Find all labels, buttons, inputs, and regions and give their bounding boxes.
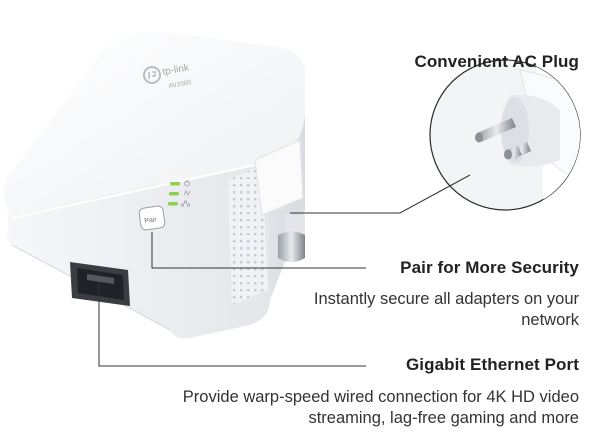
ethernet-description: Provide warp-speed wired connection for … <box>182 388 579 427</box>
ethernet-title: Gigabit Ethernet Port <box>405 355 579 374</box>
leader-lines <box>98 174 471 367</box>
brand-label: tp-link <box>162 62 191 78</box>
ethernet-port <box>70 262 130 306</box>
pair-button <box>138 205 166 231</box>
pair-button-label: Pair <box>144 216 158 225</box>
pair-description: Instantly secure all adapters on your ne… <box>313 290 579 329</box>
led-power <box>170 182 180 186</box>
leader-ac-plug <box>290 174 471 214</box>
powerline-adapter <box>3 31 305 339</box>
tp-link-logo <box>143 66 161 84</box>
leader-ethernet <box>98 283 366 367</box>
power-icon <box>184 180 190 187</box>
led-powerline <box>169 192 179 196</box>
ac-plug-zoom <box>429 59 581 211</box>
pair-title: Pair for More Security <box>400 258 579 277</box>
ac-plug-title: Convenient AC Plug <box>414 52 579 71</box>
model-label: AV1000 <box>168 79 192 90</box>
plug-pin-bottom <box>504 142 531 160</box>
powerline-icon <box>183 190 191 196</box>
leader-pair <box>151 232 366 269</box>
ethernet-icon <box>181 200 190 207</box>
led-indicators <box>168 180 191 207</box>
led-ethernet <box>168 202 178 206</box>
plug-pin-top <box>475 118 516 143</box>
